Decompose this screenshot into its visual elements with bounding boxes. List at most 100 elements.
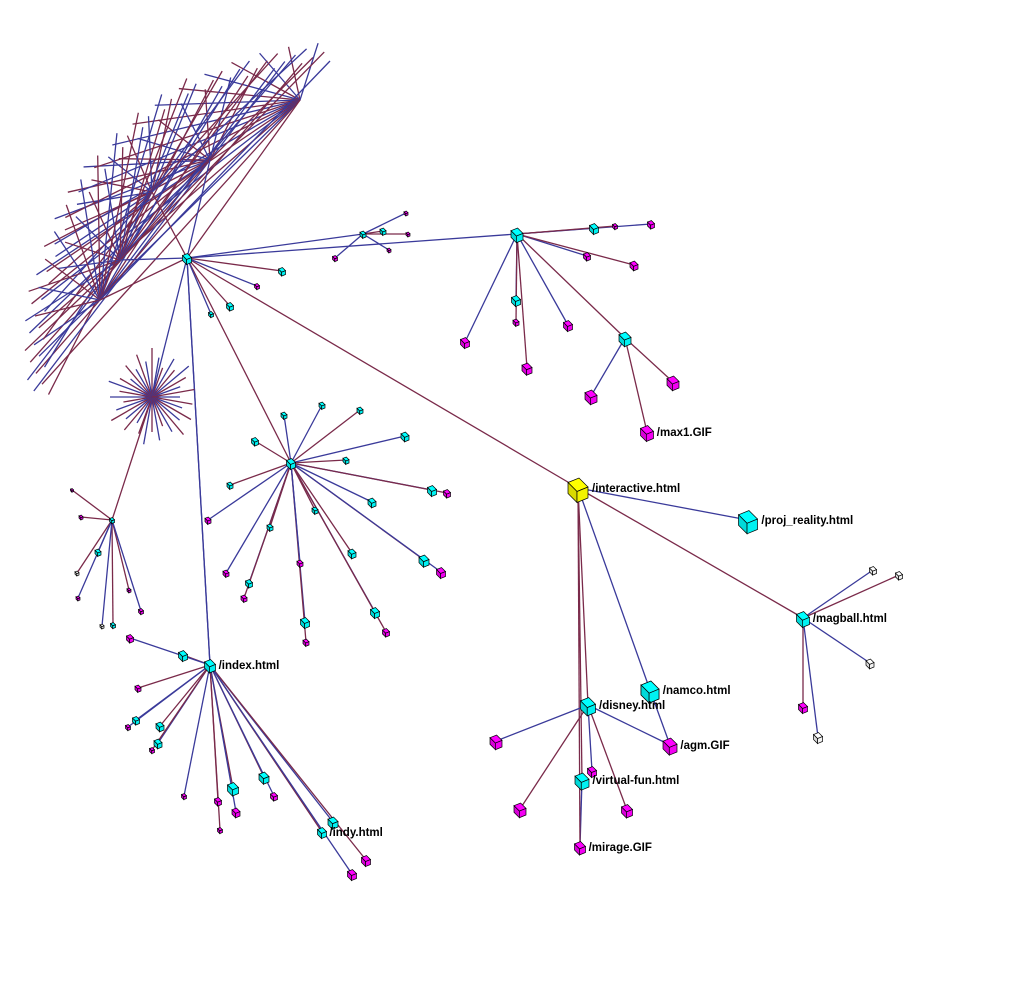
small-node[interactable]: [240, 594, 248, 604]
small-node[interactable]: [347, 548, 357, 560]
small-node[interactable]: [155, 721, 165, 733]
node-max1[interactable]: [639, 425, 655, 443]
small-node[interactable]: [177, 650, 189, 663]
small-node[interactable]: [620, 804, 634, 819]
small-node[interactable]: [521, 362, 533, 377]
small-node[interactable]: [562, 320, 574, 333]
small-node[interactable]: [369, 607, 381, 620]
small-node[interactable]: [302, 638, 310, 648]
small-node[interactable]: [360, 855, 372, 868]
small-node[interactable]: [99, 623, 105, 630]
small-node[interactable]: [586, 766, 598, 779]
small-node[interactable]: [280, 411, 288, 421]
small-node[interactable]: [442, 489, 452, 499]
small-node[interactable]: [134, 684, 142, 694]
small-node[interactable]: [226, 481, 234, 491]
small-node[interactable]: [666, 375, 680, 392]
small-node[interactable]: [226, 782, 240, 797]
small-node[interactable]: [231, 807, 241, 819]
small-node[interactable]: [894, 571, 904, 581]
small-node[interactable]: [812, 732, 824, 745]
small-node[interactable]: [74, 570, 80, 577]
small-node[interactable]: [311, 506, 319, 516]
node-indy[interactable]: [316, 827, 328, 840]
node-interactive[interactable]: [567, 477, 589, 504]
small-node[interactable]: [331, 255, 339, 263]
small-node[interactable]: [153, 738, 163, 750]
small-node[interactable]: [277, 267, 287, 277]
small-node[interactable]: [418, 554, 430, 569]
small-node[interactable]: [629, 260, 639, 272]
small-node[interactable]: [797, 702, 809, 715]
small-node[interactable]: [342, 456, 350, 466]
small-node[interactable]: [126, 587, 132, 594]
small-node[interactable]: [109, 622, 117, 630]
small-node[interactable]: [148, 747, 156, 755]
small-node[interactable]: [137, 608, 145, 616]
small-node[interactable]: [125, 634, 135, 644]
small-node[interactable]: [513, 802, 527, 819]
small-node[interactable]: [588, 223, 600, 236]
node-magball[interactable]: [795, 611, 811, 629]
hub-node[interactable]: [181, 253, 193, 266]
small-node[interactable]: [299, 617, 311, 630]
node-index[interactable]: [203, 659, 217, 674]
small-node[interactable]: [216, 827, 224, 835]
small-node[interactable]: [381, 628, 391, 638]
small-node[interactable]: [400, 431, 410, 443]
small-node[interactable]: [222, 569, 230, 579]
small-node[interactable]: [78, 514, 84, 521]
small-node[interactable]: [584, 389, 598, 406]
small-node[interactable]: [318, 401, 326, 411]
small-node[interactable]: [379, 227, 387, 237]
small-node[interactable]: [646, 220, 656, 230]
small-node[interactable]: [69, 488, 75, 494]
hub-node[interactable]: [359, 230, 367, 240]
small-node[interactable]: [510, 295, 522, 308]
small-node[interactable]: [250, 437, 260, 447]
small-node[interactable]: [94, 548, 102, 558]
small-node[interactable]: [204, 516, 212, 526]
node-proj-reality[interactable]: [737, 510, 759, 535]
small-node[interactable]: [346, 869, 358, 882]
small-node[interactable]: [213, 797, 223, 807]
small-node[interactable]: [327, 816, 339, 831]
node-mirage[interactable]: [573, 841, 587, 856]
node-agm[interactable]: [662, 737, 678, 756]
small-node[interactable]: [386, 247, 392, 254]
small-node[interactable]: [868, 566, 878, 576]
node-disney[interactable]: [579, 697, 597, 717]
node-virtual-fun[interactable]: [574, 772, 590, 791]
small-node[interactable]: [296, 559, 304, 569]
hub-node[interactable]: [285, 458, 297, 471]
small-node[interactable]: [512, 318, 520, 328]
node-namco-overlay[interactable]: [640, 680, 660, 704]
small-node[interactable]: [405, 231, 411, 238]
small-node[interactable]: [611, 223, 619, 231]
small-node[interactable]: [225, 302, 235, 312]
small-node[interactable]: [124, 724, 132, 732]
hub-node[interactable]: [510, 227, 524, 244]
small-node[interactable]: [489, 734, 503, 751]
small-node[interactable]: [459, 337, 471, 350]
small-node[interactable]: [269, 792, 279, 802]
small-node[interactable]: [582, 252, 592, 262]
hub-node[interactable]: [618, 331, 632, 348]
small-node[interactable]: [356, 406, 364, 416]
small-node[interactable]: [207, 311, 215, 319]
small-node[interactable]: [244, 579, 254, 589]
small-node[interactable]: [131, 716, 141, 726]
small-node[interactable]: [180, 793, 188, 801]
small-node[interactable]: [865, 658, 875, 670]
small-node[interactable]: [367, 497, 377, 509]
small-node[interactable]: [75, 595, 81, 602]
small-node[interactable]: [253, 283, 261, 291]
small-node[interactable]: [435, 567, 447, 580]
small-node[interactable]: [426, 485, 438, 498]
small-node[interactable]: [403, 210, 409, 217]
small-node[interactable]: [258, 771, 270, 786]
small-node[interactable]: [266, 523, 274, 533]
hub-node[interactable]: [108, 517, 116, 525]
